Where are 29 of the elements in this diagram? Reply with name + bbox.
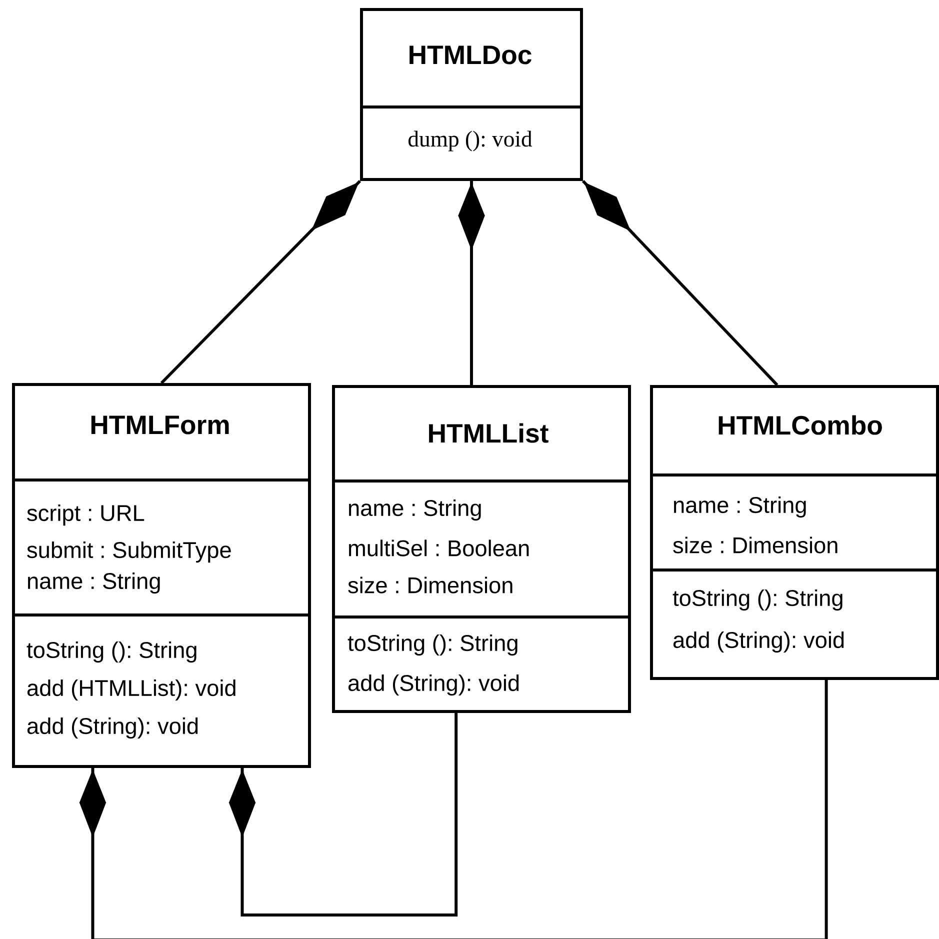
method-text: toString (): String: [26, 641, 196, 663]
composition-line: [582, 180, 778, 386]
attribute-text: size : Dimension: [673, 536, 838, 554]
composition-line: [79, 680, 828, 939]
method-text: toString (): String: [672, 589, 842, 611]
attribute-text: multiSel : Boolean: [349, 540, 529, 556]
class-name: HTMLForm: [91, 416, 229, 434]
composition-line: [228, 713, 458, 916]
composition-line: [160, 180, 362, 384]
method-text: dump (): void: [408, 130, 532, 152]
class-box: [12, 383, 311, 768]
method-text: add (String): void: [673, 631, 844, 653]
composition-line: [458, 181, 485, 385]
class-box: [360, 8, 583, 181]
class-name: HTMLDoc: [410, 46, 532, 64]
method-text: add (HTMLList): void: [27, 679, 236, 701]
class-box: [650, 385, 939, 680]
class-name: HTMLList: [429, 423, 548, 443]
class-box: [332, 385, 631, 713]
method-text: toString (): String: [348, 634, 518, 656]
attribute-text: size : Dimension: [348, 576, 512, 594]
method-text: add (String): void: [348, 674, 519, 696]
attribute-text: name : String: [28, 572, 160, 594]
method-text: add (String): void: [27, 717, 198, 739]
attribute-text: script : URL: [27, 504, 144, 526]
attribute-text: name : String: [674, 496, 806, 518]
attribute-text: name : String: [349, 499, 481, 521]
class-name: HTMLCombo: [718, 415, 882, 435]
attribute-text: submit : SubmitType: [27, 541, 231, 563]
